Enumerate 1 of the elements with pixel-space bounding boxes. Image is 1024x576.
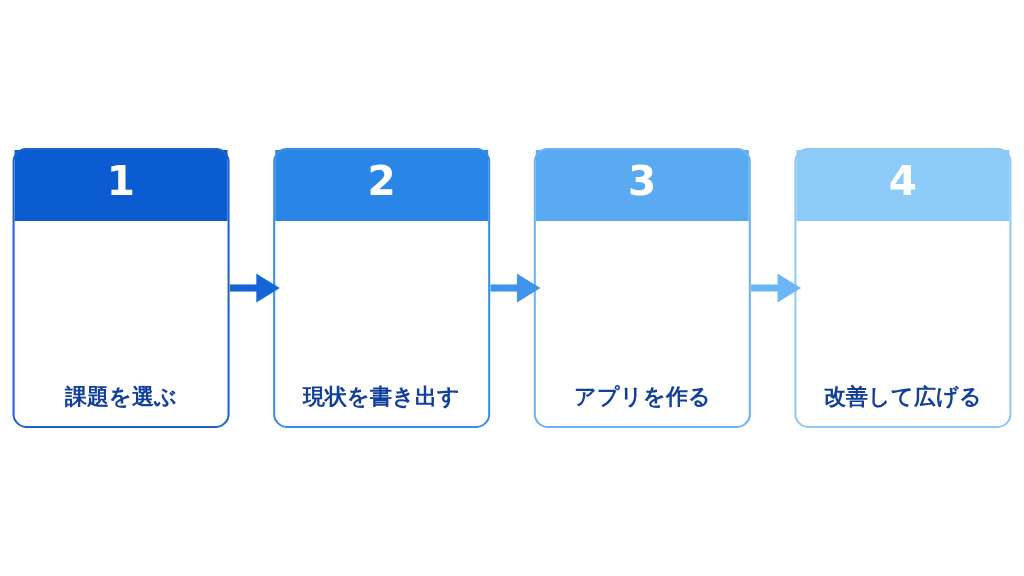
arrow xyxy=(229,273,280,303)
